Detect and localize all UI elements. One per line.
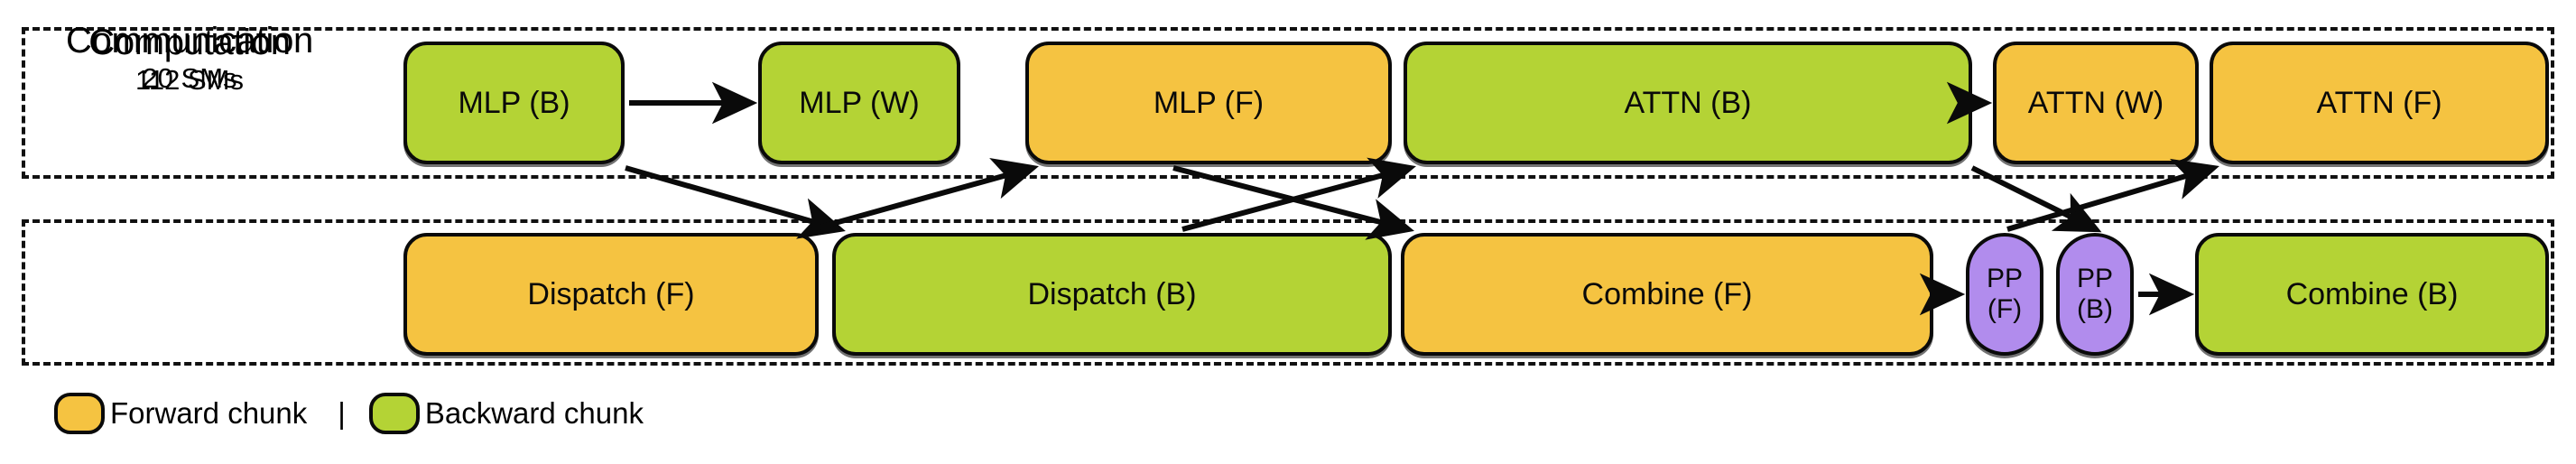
block-attn-b-label: ATTN (B) (1624, 86, 1752, 120)
block-mlp-w-label: MLP (W) (799, 86, 920, 120)
block-dispatch-b[interactable]: Dispatch (B) (832, 233, 1392, 356)
block-combine-b[interactable]: Combine (B) (2195, 233, 2549, 356)
legend-label-forward: Forward chunk (110, 396, 308, 430)
block-mlp-f-label: MLP (F) (1153, 86, 1265, 120)
block-pp-f-sublabel: (F) (1987, 294, 2023, 324)
block-combine-f[interactable]: Combine (F) (1401, 233, 1933, 356)
block-dispatch-f-label: Dispatch (F) (527, 277, 695, 311)
block-dispatch-f[interactable]: Dispatch (F) (403, 233, 819, 356)
block-mlp-w[interactable]: MLP (W) (758, 42, 960, 164)
block-combine-b-label: Combine (B) (2285, 277, 2459, 311)
legend-separator: | (338, 396, 346, 430)
block-attn-f-label: ATTN (F) (2316, 86, 2442, 120)
block-pp-f[interactable]: PP (F) (1966, 233, 2043, 356)
block-pp-b-label: PP (2076, 264, 2114, 293)
block-pp-f-label: PP (1986, 264, 2024, 293)
block-pp-b-sublabel: (B) (2077, 294, 2113, 324)
block-dispatch-b-label: Dispatch (B) (1027, 277, 1197, 311)
block-mlp-b[interactable]: MLP (B) (403, 42, 625, 164)
block-mlp-f[interactable]: MLP (F) (1025, 42, 1392, 164)
legend-label-backward: Backward chunk (424, 396, 644, 430)
block-mlp-b-label: MLP (B) (458, 86, 570, 120)
block-attn-f[interactable]: ATTN (F) (2210, 42, 2549, 164)
legend-item-forward: Forward chunk (54, 393, 307, 434)
block-attn-w[interactable]: ATTN (W) (1993, 42, 2199, 164)
block-pp-b[interactable]: PP (B) (2056, 233, 2134, 356)
block-attn-b[interactable]: ATTN (B) (1404, 42, 1972, 164)
block-combine-f-label: Combine (F) (1581, 277, 1753, 311)
legend: Forward chunk | Backward chunk (22, 386, 644, 441)
legend-swatch-forward-icon (54, 393, 105, 434)
legend-swatch-backward-icon (368, 393, 420, 434)
legend-item-backward: Backward chunk (368, 393, 644, 434)
block-attn-w-label: ATTN (W) (2027, 86, 2164, 120)
